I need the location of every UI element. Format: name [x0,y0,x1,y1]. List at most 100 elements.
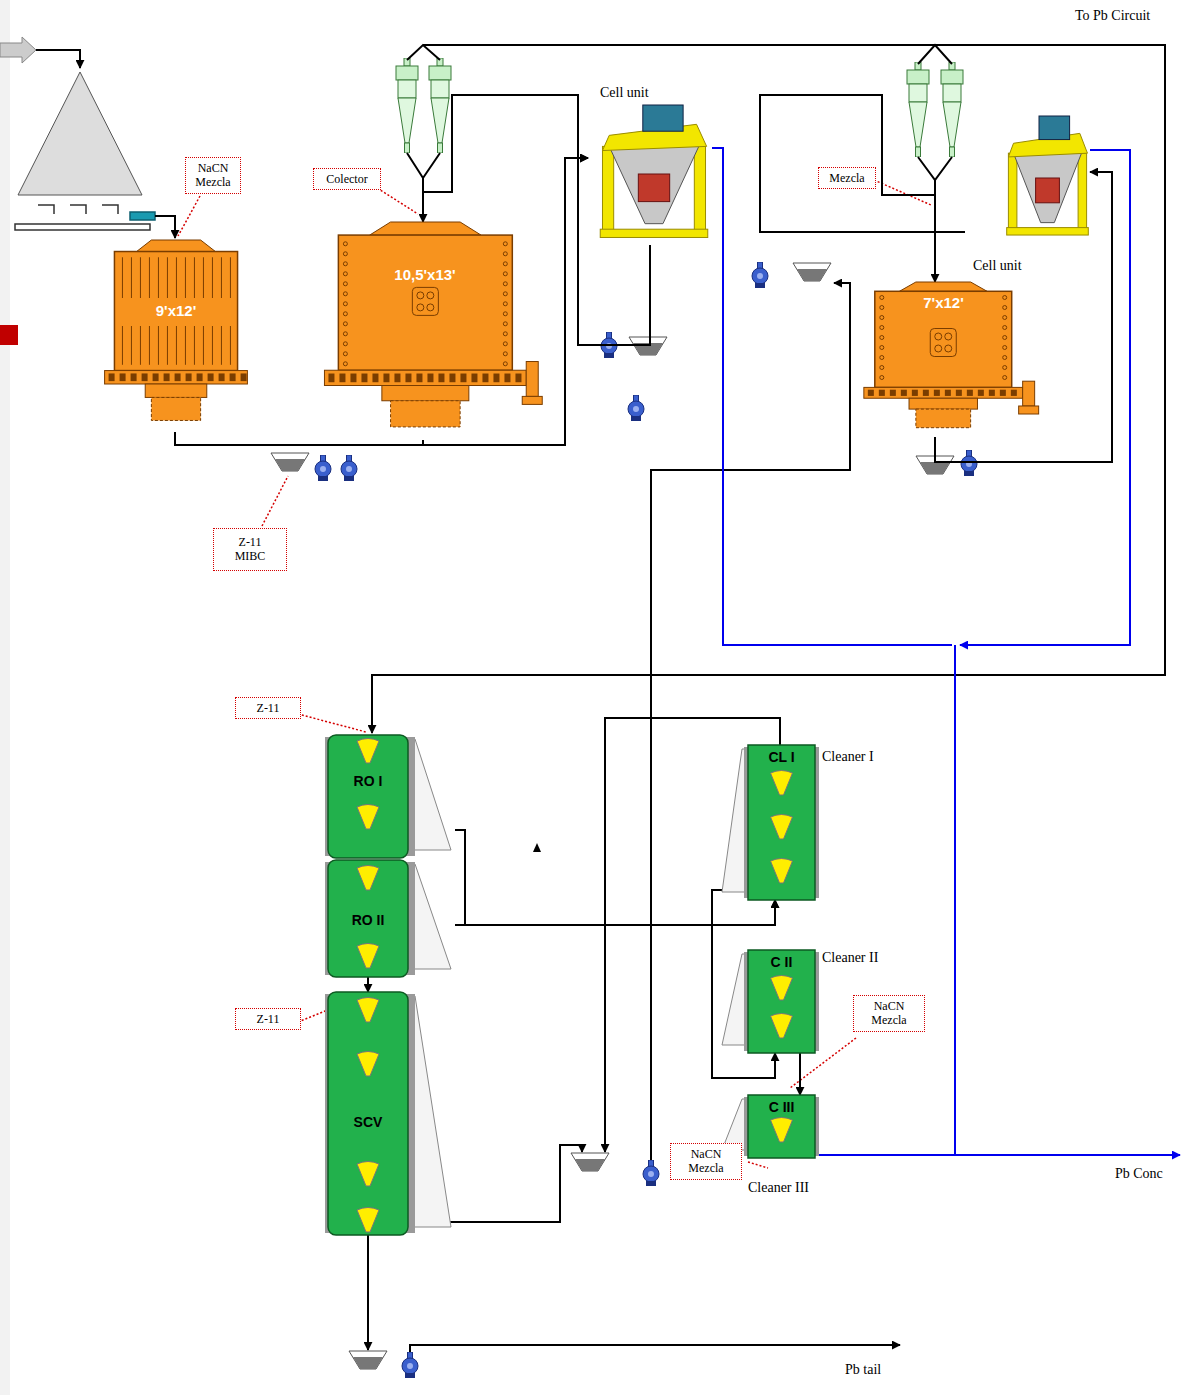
mill-hatch [417,292,424,299]
mill-bolt [1003,316,1007,320]
mill-hatch [417,304,424,311]
gear-tooth [219,373,225,381]
cleaner-bank [748,950,815,1053]
equipment-drawing [325,992,455,1235]
flash-cell: Cell unit [588,85,712,245]
mill-bolt [503,322,507,326]
equipment-drawing [588,85,712,245]
reagent-callout: Z-11 MIBC [213,528,287,571]
impeller-cone [357,805,379,830]
reagent-callout: NaCN Mezcla [185,157,241,194]
impeller-cone [771,859,793,884]
flash-cell: Cell unit [965,112,1090,282]
mill-cap [137,240,216,252]
cell-motor [1039,116,1070,140]
impeller-cone [357,1208,379,1233]
pulp-pipe [432,1145,582,1222]
impeller-cone [357,998,379,1023]
grinding-mill: 9'x12' [95,240,257,432]
pump [315,262,977,1378]
equipment-drawing [722,745,905,900]
mill-bolt [1003,356,1007,360]
feed-conveyor [15,224,150,230]
gear-tooth [967,390,973,396]
cyclone [429,58,451,153]
mill-rib [149,257,150,365]
gear-tooth [339,374,345,383]
feed-conveyor [155,216,175,238]
gear-tooth [515,374,521,383]
concentrate-pipe [712,148,1180,1155]
mill-bolt [343,272,347,276]
mill-discharge [391,401,461,427]
mill-base [909,398,977,409]
leader-line [262,476,288,526]
equipment-drawing [325,222,548,440]
mill-rib [230,257,231,365]
sump [271,263,954,1369]
equipment-drawing [95,240,257,432]
impeller-cone [771,815,793,840]
equipment-label: RO II [328,912,408,928]
equipment-drawing [965,112,1090,282]
pipe-connector [760,95,965,282]
mill-bolt [503,302,507,306]
mill-shell [875,291,1012,387]
mill-bolt [503,312,507,316]
cell-foot [1007,228,1089,235]
leader-line [178,196,200,236]
mill-bolt [503,352,507,356]
mill-bolt [880,376,884,380]
pump [643,1160,659,1186]
impeller-cone [357,1052,379,1077]
impeller-cone [357,944,379,969]
grinding-mill: 10,5'x13' [325,222,548,440]
mill-bolt [503,282,507,286]
stockpile [36,50,80,68]
slide-margin [0,0,10,1395]
feed-conveyor [130,212,155,220]
gear-tooth [912,390,918,396]
sump [793,263,831,281]
mill-bolt [343,312,347,316]
mill-bolt [503,332,507,336]
gear-tooth [361,374,367,383]
gear-tooth [978,390,984,396]
gear-tooth [901,390,907,396]
mill-bolt [880,296,884,300]
mill-bolt [503,262,507,266]
mill-hatch [930,329,956,357]
gear-tooth [1000,390,1006,396]
cell-rotor [638,174,669,202]
gear-tooth [208,373,214,381]
equipment-caption: Cleaner III [748,1180,809,1196]
mill-bolt [343,302,347,306]
mill-bolt [880,366,884,370]
cell-leg [602,146,613,232]
equipment-label: 9'x12' [95,302,257,319]
cell-motor [643,105,683,131]
feed-conveyor [38,205,118,214]
equipment-caption: Cleaner II [822,950,878,966]
gear-tooth [175,373,181,381]
pulp-pipe [918,45,952,64]
cell-foot [600,229,708,237]
cell-leg [694,146,705,232]
leader-line [748,1162,768,1168]
gear-tooth [945,390,951,396]
mill-rib [212,257,213,365]
gear-tooth [405,374,411,383]
pulp-pipe [918,157,952,195]
mill-detail [343,242,507,366]
cell-rotor [1036,178,1060,203]
mill-hatch [412,287,438,315]
mill-bolt [880,316,884,320]
gear-tooth [350,374,356,383]
equipment-label: Cell unit [973,258,1022,274]
gear-tooth [131,373,137,381]
mill-bolt [503,272,507,276]
gear-tooth [956,390,962,396]
mill-bolt [880,336,884,340]
flotation-bank: RO I [325,735,455,858]
